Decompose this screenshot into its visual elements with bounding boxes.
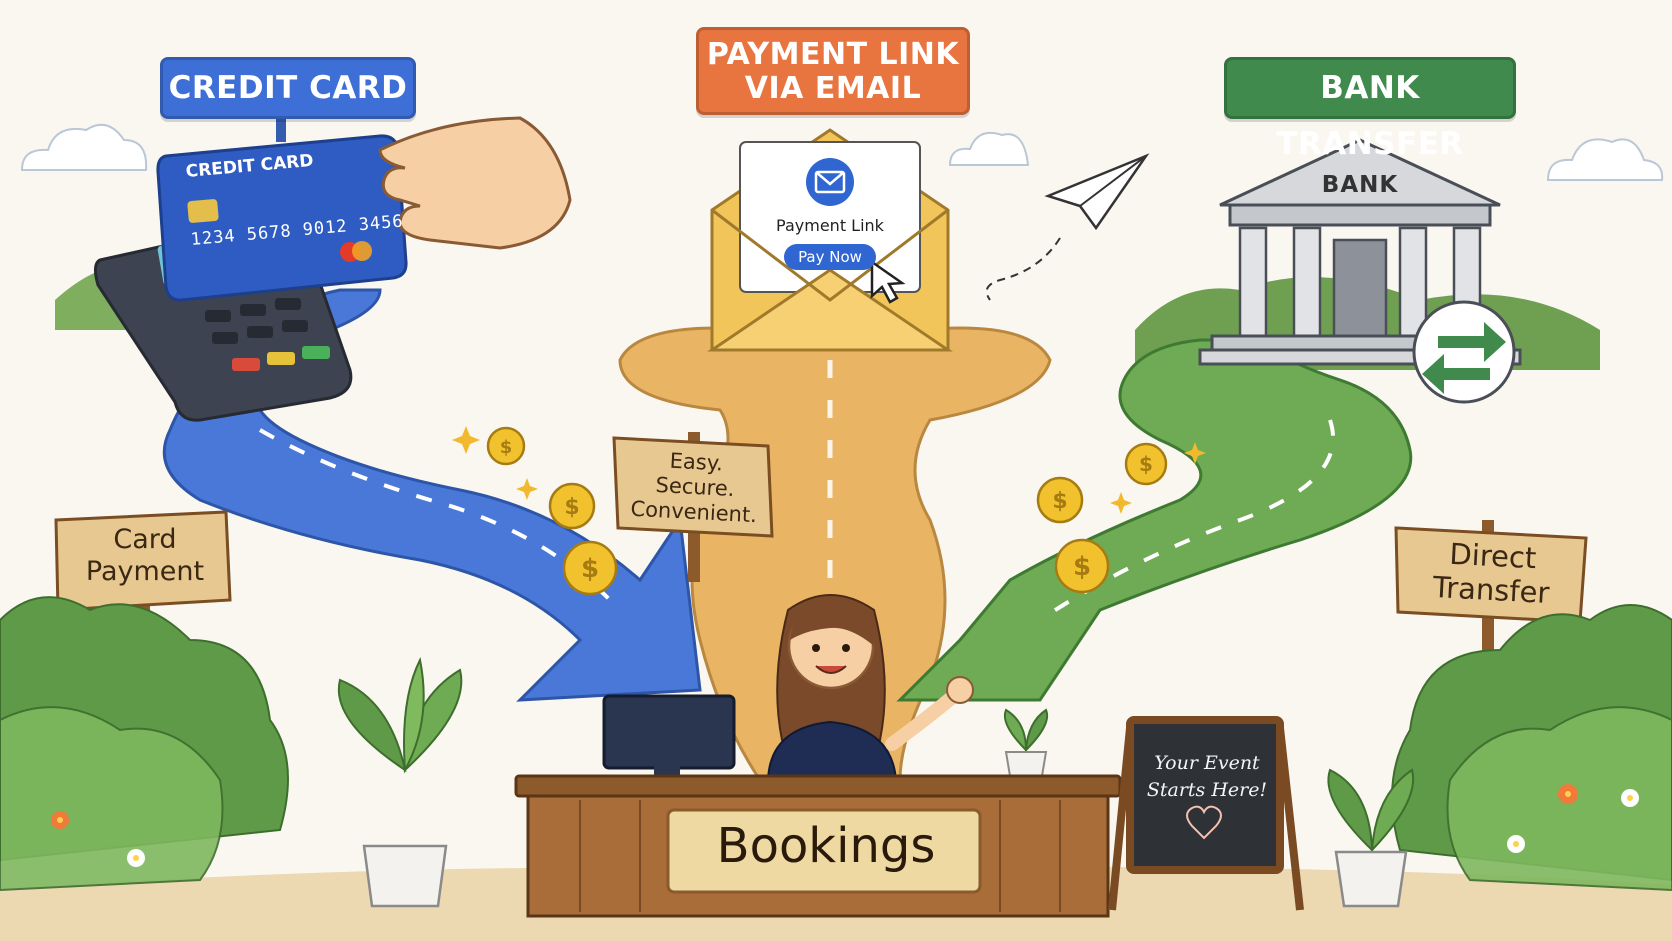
card-payment-path [162, 288, 702, 702]
sign-easy-secure [612, 432, 774, 582]
bookings-label: Bookings [716, 818, 936, 874]
pay-now-button[interactable]: Pay Now [784, 244, 876, 270]
receptionist-figure [766, 594, 974, 781]
sparkle-icon [452, 426, 1206, 514]
chalkboard-text: Your Event Starts Here! [1142, 750, 1272, 804]
potted-plant-icon [1327, 768, 1415, 908]
cloud-icon [1546, 138, 1664, 181]
sign-easy-secure-text: Easy. Secure. Convenient. [618, 446, 772, 529]
credit-card-banner: CREDIT CARD [160, 57, 416, 119]
paper-plane-icon [985, 153, 1150, 301]
svg-text:$: $ [500, 437, 513, 458]
chalkboard-line1: Your Event [1154, 752, 1260, 774]
sign-direct-transfer-text: Direct Transfer [1398, 534, 1585, 612]
chalkboard-sign [1108, 716, 1304, 911]
reception-desk [514, 774, 1122, 918]
payment-link-banner-line2: VIA EMAIL [744, 71, 922, 106]
cloud-icon [20, 123, 148, 171]
flower-icon [51, 784, 1639, 867]
cursor-icon [870, 259, 906, 304]
coin-icon [486, 426, 1168, 596]
transfer-arrows-icon [1412, 300, 1516, 404]
svg-text:$: $ [581, 554, 599, 584]
payment-link-label: Payment Link [776, 216, 884, 235]
svg-text:$: $ [564, 495, 579, 520]
svg-text:$: $ [1073, 552, 1091, 582]
sign-card-line2: Payment [85, 556, 205, 587]
bank-transfer-banner: BANK TRANSFER [1224, 57, 1516, 162]
hand-icon [378, 116, 572, 250]
chalkboard-line2: Starts Here! [1146, 779, 1268, 801]
svg-text:$: $ [1139, 452, 1153, 476]
payment-link-banner-line1: PAYMENT LINK [706, 37, 960, 72]
bank-label: BANK [1321, 172, 1399, 198]
potted-plant-icon [337, 656, 463, 908]
svg-text:$: $ [1052, 489, 1067, 514]
envelope-icon [707, 128, 953, 352]
sign-card-payment-text: Card Payment [62, 524, 228, 588]
computer-monitor-icon [602, 694, 736, 782]
sign-card-line1: Card [113, 524, 177, 555]
cloud-icon [948, 131, 1030, 166]
payment-link-banner: PAYMENT LINK VIA EMAIL [696, 27, 970, 115]
